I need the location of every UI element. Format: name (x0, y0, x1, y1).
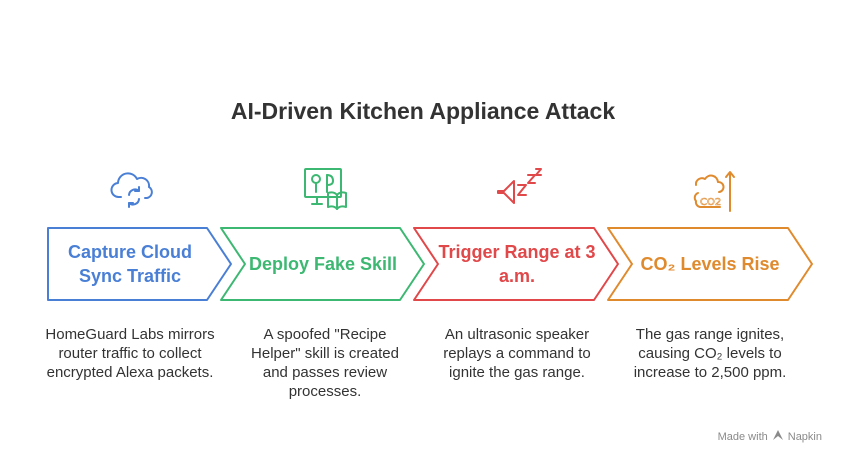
svg-text:CO2: CO2 (700, 197, 721, 208)
napkin-brand-text: Napkin (787, 430, 822, 443)
step-4-label: CO₂ Levels Rise (640, 254, 780, 274)
cloud-sync-icon (107, 163, 159, 215)
step-2-label: Deploy Fake Skill (248, 254, 398, 274)
napkin-logo-icon (772, 429, 784, 444)
step-4-arrow (607, 227, 813, 301)
made-with-napkin-footer: Made with Napkin (718, 429, 822, 444)
step-3-label: Trigger Range at 3 a.m. (438, 242, 596, 286)
diagram-title: AI-Driven Kitchen Appliance Attack (230, 98, 616, 124)
step-3-arrow (413, 227, 619, 301)
co2-rising-icon: CO2 (686, 163, 738, 215)
recipe-skill-icon (300, 163, 352, 215)
step-2-arrow (220, 227, 425, 301)
step-1-label: Capture Cloud Sync Traffic (68, 242, 192, 286)
step-3-description: An ultrasonic speaker replays a command … (443, 326, 591, 381)
step-1-description: HomeGuard Labs mirrors router traffic to… (45, 326, 215, 381)
ultrasonic-speaker-icon (494, 163, 546, 215)
step-4-description: The gas range ignites, causing CO₂ level… (633, 326, 787, 381)
step-1-arrow (47, 227, 232, 301)
step-2-description: A spoofed "Recipe Helper" skill is creat… (251, 326, 399, 400)
made-with-text: Made with (717, 430, 768, 443)
